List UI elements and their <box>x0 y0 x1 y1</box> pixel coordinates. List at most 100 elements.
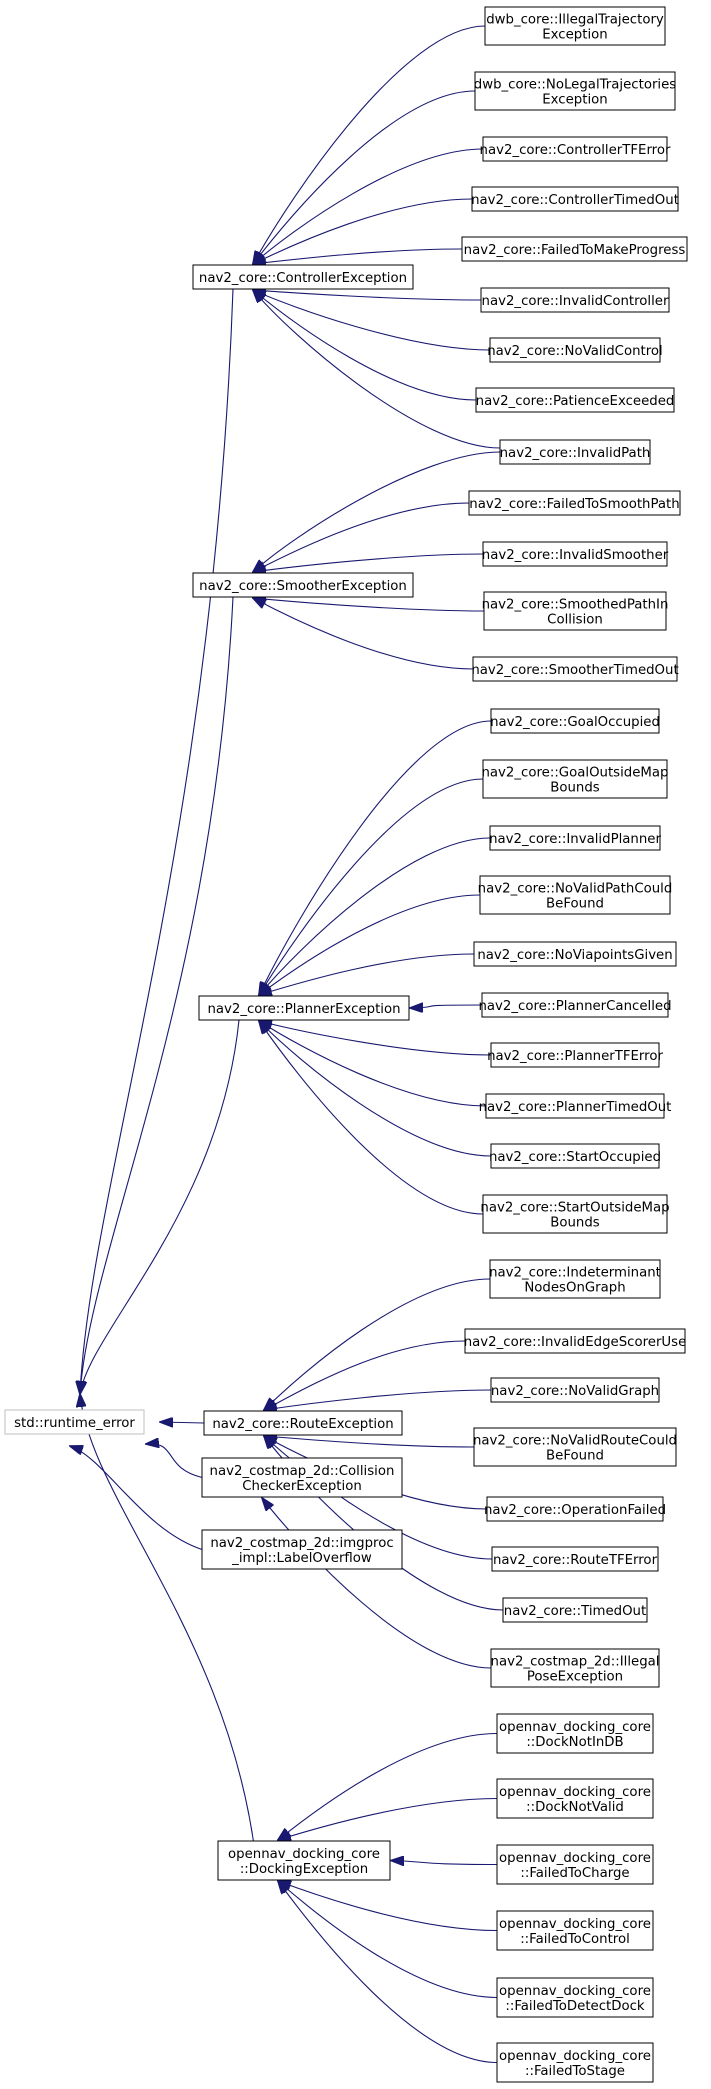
class-node-patience-exceeded[interactable]: nav2_core::PatienceExceeded <box>475 387 675 413</box>
class-node-dock-not-in-db[interactable]: opennav_docking_core::DockNotInDB <box>496 1713 654 1754</box>
class-name-line: ::FailedToDetectDock <box>505 1999 645 2014</box>
class-box <box>198 995 410 1021</box>
class-name-line: opennav_docking_core <box>499 1984 651 1999</box>
inheritance-edge <box>278 1732 498 1841</box>
inheritance-edge <box>146 1444 203 1479</box>
class-name-line: nav2_core::PlannerException <box>207 1002 400 1017</box>
inheritance-edge <box>278 1797 498 1841</box>
inheritance-edge <box>253 553 484 572</box>
class-name-line: ::FailedToStage <box>525 2064 625 2079</box>
class-node-invalid-edge-scorer-use[interactable]: nav2_core::InvalidEdgeScorerUse <box>464 1328 687 1354</box>
class-name-line: nav2_core::SmootherException <box>199 579 407 594</box>
class-node-planner-cancelled[interactable]: nav2_core::PlannerCancelled <box>478 992 672 1018</box>
inheritance-edge <box>253 248 463 264</box>
inheritance-edge <box>253 598 485 612</box>
class-box <box>473 941 677 967</box>
class-node-planner-exception[interactable]: nav2_core::PlannerException <box>198 995 410 1021</box>
class-node-failed-to-detect-dock[interactable]: opennav_docking_core::FailedToDetectDock <box>496 1977 654 2018</box>
class-box <box>471 186 679 212</box>
class-box <box>486 1496 664 1522</box>
class-node-failed-to-smooth-path[interactable]: nav2_core::FailedToSmoothPath <box>468 490 681 516</box>
class-node-dock-not-valid[interactable]: opennav_docking_core::DockNotValid <box>496 1778 654 1819</box>
inheritance-edge <box>253 451 501 572</box>
inheritance-edge <box>70 1446 203 1551</box>
class-box <box>490 1143 660 1169</box>
inheritance-edge <box>259 837 491 995</box>
class-node-controller-tferror[interactable]: nav2_core::ControllerTFError <box>480 136 671 162</box>
class-node-no-viapoints-given[interactable]: nav2_core::NoViapointsGiven <box>473 941 677 967</box>
class-box <box>496 2042 654 2083</box>
class-node-operation-failed[interactable]: nav2_core::OperationFailed <box>484 1496 666 1522</box>
class-box <box>490 1042 660 1068</box>
inheritance-edge <box>391 1861 498 1865</box>
class-node-failed-to-charge[interactable]: opennav_docking_core::FailedToCharge <box>496 1844 654 1885</box>
inheritance-edge <box>253 90 476 264</box>
class-name-line: Exception <box>542 93 607 108</box>
class-name-line: nav2_core::Indeterminant <box>489 1266 661 1281</box>
class-node-failed-to-control[interactable]: opennav_docking_core::FailedToControl <box>496 1910 654 1951</box>
class-box <box>499 439 651 465</box>
class-node-collision-checker-exception[interactable]: nav2_costmap_2d::CollisionCheckerExcepti… <box>201 1457 403 1498</box>
class-node-timed-out[interactable]: nav2_core::TimedOut <box>502 1597 648 1623</box>
class-box <box>496 1910 654 1951</box>
class-name-line: nav2_core::PatienceExceeded <box>476 394 675 409</box>
class-name-line: opennav_docking_core <box>228 1847 380 1862</box>
class-node-controller-timed-out[interactable]: nav2_core::ControllerTimedOut <box>471 186 679 212</box>
class-node-invalid-controller[interactable]: nav2_core::InvalidController <box>480 287 670 313</box>
class-box <box>192 264 414 290</box>
class-box <box>490 1648 660 1688</box>
class-node-label-overflow[interactable]: nav2_costmap_2d::imgproc_impl::LabelOver… <box>201 1529 403 1570</box>
inheritance-edge <box>160 1422 205 1423</box>
inheritance-edge <box>278 1881 498 2064</box>
class-box <box>485 1093 665 1119</box>
class-name-line: _impl::LabelOverflow <box>231 1551 372 1566</box>
class-name-line: nav2_core::InvalidController <box>482 294 669 309</box>
class-node-route-exception[interactable]: nav2_core::RouteException <box>203 1410 403 1436</box>
class-name-line: nav2_core::RouteTFError <box>493 1553 658 1568</box>
class-box <box>482 136 668 162</box>
class-name-line: ::FailedToControl <box>520 1932 630 1947</box>
class-node-planner-timed-out[interactable]: nav2_core::PlannerTimedOut <box>479 1093 672 1119</box>
class-name-line: nav2_core::NoValidGraph <box>491 1384 659 1399</box>
class-node-docking-exception[interactable]: opennav_docking_core::DockingException <box>217 1840 391 1881</box>
class-node-goal-occupied[interactable]: nav2_core::GoalOccupied <box>490 708 660 734</box>
class-name-line: BeFound <box>546 1449 604 1464</box>
class-name-line: nav2_core::GoalOutsideMap <box>481 766 668 781</box>
inheritance-edge <box>264 1436 493 1560</box>
inheritance-edges <box>70 25 504 2064</box>
class-name-line: ::FailedToCharge <box>520 1866 629 1881</box>
class-node-invalid-planner[interactable]: nav2_core::InvalidPlanner <box>489 825 661 851</box>
class-name-line: nav2_core::FailedToSmoothPath <box>469 497 679 512</box>
class-node-failed-to-make-progress[interactable]: nav2_core::FailedToMakeProgress <box>461 236 688 262</box>
class-node-start-occupied[interactable]: nav2_core::StartOccupied <box>489 1143 661 1169</box>
class-node-planner-tferror[interactable]: nav2_core::PlannerTFError <box>487 1042 663 1068</box>
class-nodes: std::runtime_error nav2_core::ControllerE… <box>4 6 688 2083</box>
class-node-invalid-smoother[interactable]: nav2_core::InvalidSmoother <box>482 541 669 567</box>
class-node-route-tferror[interactable]: nav2_core::RouteTFError <box>491 1546 659 1572</box>
class-name-line: Bounds <box>550 1216 600 1231</box>
class-node-smoother-timed-out[interactable]: nav2_core::SmootherTimedOut <box>471 656 679 682</box>
class-node-runtime-error: std::runtime_error <box>4 1409 145 1435</box>
class-name-line: nav2_core::InvalidSmoother <box>482 548 669 563</box>
class-node-controller-exception[interactable]: nav2_core::ControllerException <box>192 264 414 290</box>
inheritance-edge <box>264 1436 475 1448</box>
inheritance-edge <box>278 1881 498 1999</box>
class-name-line: BeFound <box>546 897 604 912</box>
class-name-line: nav2_costmap_2d::Illegal <box>491 1655 660 1670</box>
class-node-failed-to-stage[interactable]: opennav_docking_core::FailedToStage <box>496 2042 654 2083</box>
class-node-smoother-exception[interactable]: nav2_core::SmootherException <box>192 572 414 598</box>
inheritance-edge <box>262 1498 492 1669</box>
class-node-no-valid-control[interactable]: nav2_core::NoValidControl <box>487 337 663 363</box>
class-node-invalid-path[interactable]: nav2_core::InvalidPath <box>499 439 651 465</box>
class-node-no-valid-graph[interactable]: nav2_core::NoValidGraph <box>490 1377 660 1403</box>
inheritance-edge <box>253 290 477 401</box>
